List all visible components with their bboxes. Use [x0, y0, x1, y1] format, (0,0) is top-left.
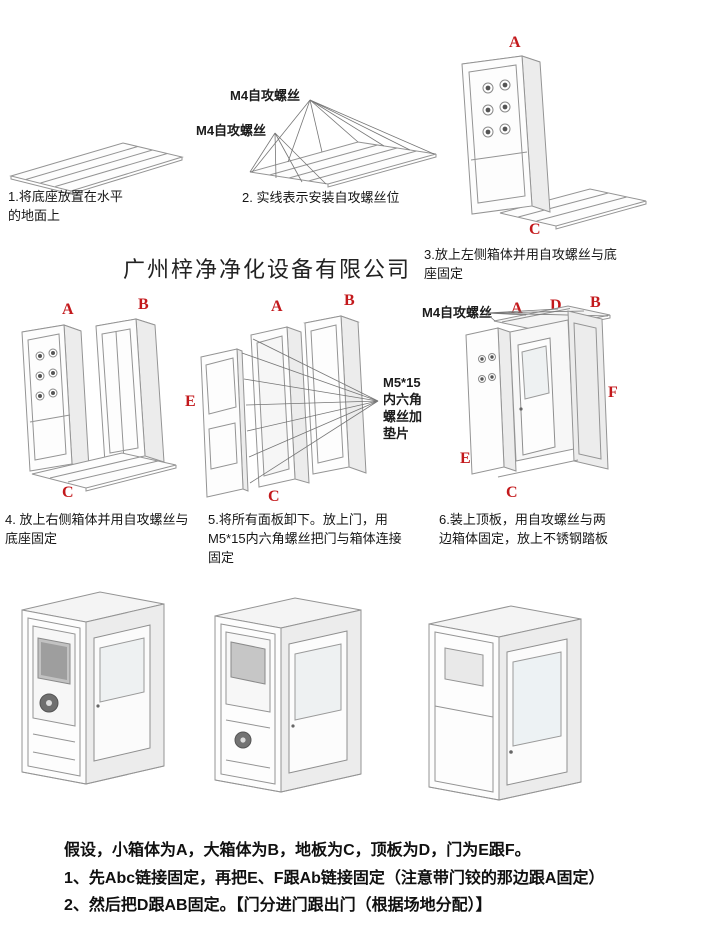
step-4-two-cabinets-drawing — [21, 318, 177, 492]
step-5-screw-label: M5*15内六角螺丝加垫片 — [383, 375, 423, 441]
step-2-screw-label-2: M4自攻螺丝 — [196, 123, 267, 138]
base-frame — [9, 142, 184, 195]
footer-note-2: 1、先Abc链接固定，再把E、F跟Ab链接固定（注意带门铰的那边跟A固定） — [64, 870, 605, 887]
step-6-label-e: E — [460, 450, 471, 467]
step-5-label-c: C — [268, 488, 280, 505]
step-3-side-cabinet-drawing — [461, 55, 647, 230]
step-1-caption: 1.将底座放置在水平的地面上 — [8, 189, 123, 223]
cabinet-a-open — [250, 326, 310, 488]
step-6-screw-label: M4自攻螺丝 — [422, 305, 493, 320]
step-2-caption: 2. 实线表示安装自攻螺丝位 — [242, 190, 400, 205]
cabinet-b — [497, 310, 609, 478]
step-1-base-drawing — [9, 142, 184, 195]
step-3-label-c: C — [529, 221, 541, 238]
side-door — [93, 624, 151, 762]
cabinet-b — [303, 315, 367, 475]
step-5-door-mount-drawing — [200, 315, 379, 498]
step-4-label-c: C — [62, 484, 74, 501]
base-panel — [249, 141, 437, 188]
cabinet-a — [21, 324, 90, 472]
step-5-label-e: E — [185, 393, 196, 410]
hinge-screw-lines — [241, 338, 379, 484]
base-plate — [31, 452, 177, 492]
fan — [39, 693, 59, 713]
step-6-label-a: A — [511, 300, 523, 317]
step-4-caption: 4. 放上右侧箱体并用自攻螺丝与底座固定 — [5, 512, 189, 546]
step-5-caption: 5.将所有面板卸下。放上门，用M5*15内六角螺丝把门与箱体连接固定 — [208, 512, 402, 565]
footer-note-1: 假设，小箱体为A，大箱体为B，地板为C，顶板为D，门为E跟F。 — [64, 842, 531, 859]
assembled-unit-2-drawing — [214, 597, 362, 793]
side-door — [288, 630, 348, 774]
step-5-label-b: B — [344, 292, 355, 309]
step-4-label-b: B — [138, 296, 149, 313]
screw-position-lines — [249, 99, 435, 185]
step-5-label-a: A — [271, 298, 283, 315]
footer-note-3: 2、然后把D跟AB固定。【门分进门跟出门（根据场地分配）】 — [64, 897, 492, 914]
step-3-caption: 3.放上左侧箱体并用自攻螺丝与底座固定 — [424, 247, 617, 281]
left-side-cabinet — [461, 55, 551, 215]
fan — [234, 731, 252, 749]
glazed-door — [506, 638, 568, 786]
assembled-unit-1-drawing — [21, 591, 165, 785]
step-2-screw-panel-drawing — [249, 99, 437, 188]
cabinet-b — [95, 318, 165, 464]
step-6-label-d: D — [550, 297, 562, 314]
step-6-caption: 6.装上顶板，用自攻螺丝与两边箱体固定，放上不锈钢踏板 — [439, 512, 609, 546]
assembled-unit-3-drawing — [428, 605, 582, 801]
chamber — [225, 631, 271, 713]
step-3-label-a: A — [509, 34, 521, 51]
step-4-label-a: A — [62, 301, 74, 318]
front-vent — [444, 647, 484, 687]
cabinet-a — [465, 327, 517, 475]
step-6-label-c: C — [506, 484, 518, 501]
door-e — [200, 348, 249, 498]
step-6-label-f: F — [608, 384, 618, 401]
step-6-label-b: B — [590, 294, 601, 311]
base-plate — [499, 188, 647, 230]
step-6-top-panel-drawing — [465, 305, 611, 478]
step-2-screw-label-1: M4自攻螺丝 — [230, 88, 301, 103]
company-name: 广州梓净净化设备有限公司 — [123, 257, 412, 282]
interior-door-e — [509, 319, 575, 462]
